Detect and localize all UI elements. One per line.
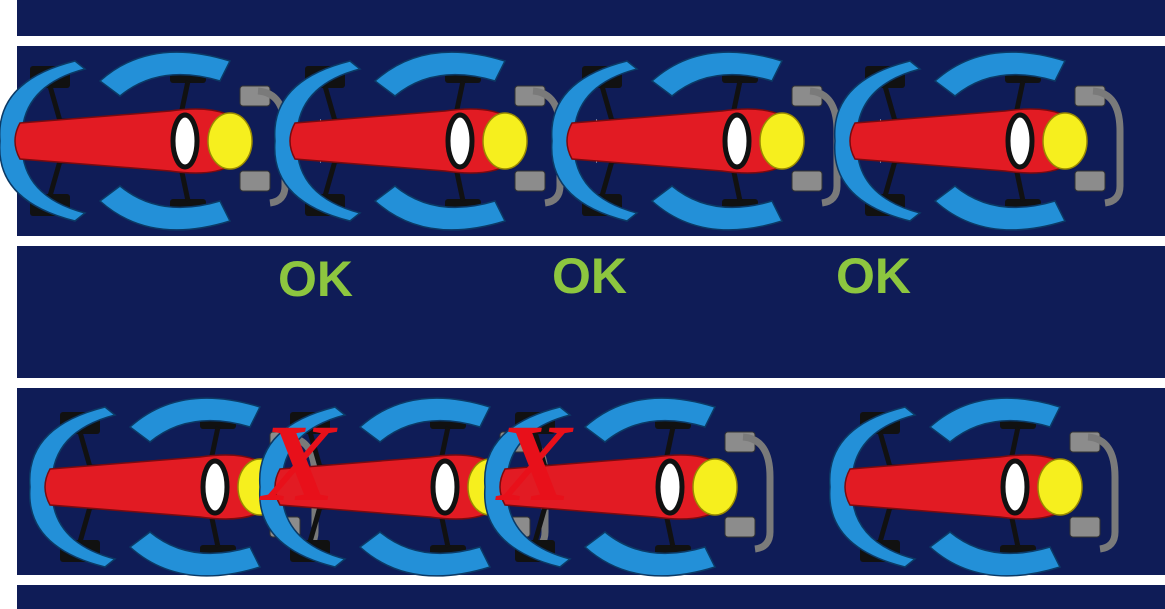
ok-label-1: OK [278, 251, 353, 307]
lane-line-3 [17, 378, 1165, 388]
collision-mark-2: X [495, 402, 574, 524]
lane-line-1 [17, 36, 1165, 46]
ok-label-3: OK [836, 248, 911, 304]
lane-line-4 [17, 575, 1165, 585]
lane-line-2 [17, 236, 1165, 246]
ok-label-2: OK [552, 248, 627, 304]
collision-mark-1: X [259, 402, 338, 524]
